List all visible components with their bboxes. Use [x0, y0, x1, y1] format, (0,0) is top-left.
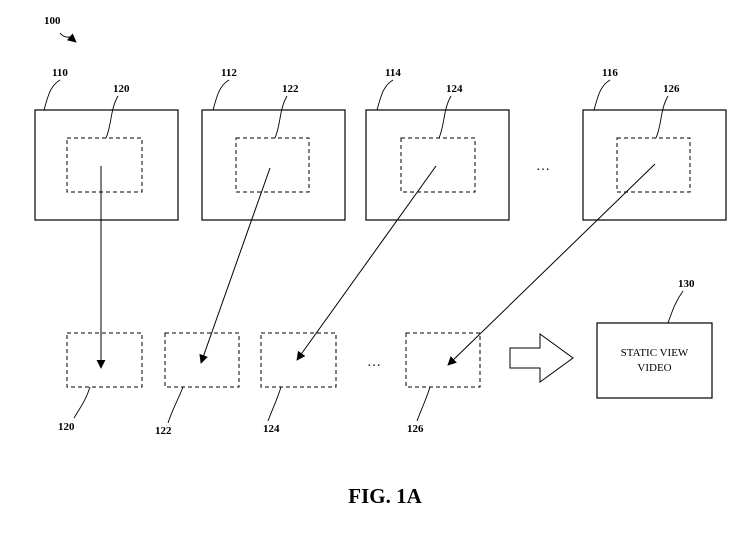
- crop-124: 124: [260, 332, 337, 435]
- crop-120-box: [66, 332, 143, 388]
- frame-112: 112 122: [201, 67, 346, 221]
- frame-114-box: [365, 109, 510, 221]
- output-130-box: [596, 322, 713, 399]
- block-arrow: [509, 333, 574, 383]
- region-126-box: [616, 137, 691, 193]
- region-120-leader: [105, 95, 119, 139]
- crop-126-box: [405, 332, 481, 388]
- crop-120-ref: 120: [58, 421, 75, 433]
- crops-ellipsis: …: [367, 355, 381, 370]
- crop-126: 126: [405, 332, 481, 435]
- region-120-ref: 120: [113, 83, 130, 95]
- crop-122-leader: [167, 386, 184, 424]
- region-122-ref: 122: [282, 83, 299, 95]
- output-130-leader: [667, 290, 684, 324]
- crop-120-leader: [73, 386, 91, 419]
- region-122-box: [235, 137, 310, 193]
- frame-114-ref: 114: [385, 67, 401, 79]
- crop-124-leader: [267, 386, 282, 422]
- figure-caption: FIG. 1A: [348, 484, 422, 508]
- frame-112-leader: [212, 79, 230, 111]
- crop-126-ref: 126: [407, 423, 424, 435]
- region-126-leader: [655, 95, 669, 139]
- crop-122-ref: 122: [155, 425, 172, 437]
- frame-112-ref: 112: [221, 67, 237, 79]
- region-122-leader: [274, 95, 288, 139]
- crop-122: 122: [155, 332, 240, 437]
- frame-114-leader: [376, 79, 394, 111]
- frame-116: 116 126: [582, 67, 727, 221]
- frame-116-leader: [593, 79, 611, 111]
- frame-112-box: [201, 109, 346, 221]
- frame-110: 110 120: [34, 67, 179, 221]
- region-124-ref: 124: [446, 83, 463, 95]
- region-124-leader: [438, 95, 452, 139]
- ref-100-leader: [59, 32, 77, 43]
- crop-124-box: [260, 332, 337, 388]
- output-line-2: VIDEO: [637, 362, 671, 374]
- frame-110-box: [34, 109, 179, 221]
- output-line-1: STATIC VIEW: [621, 347, 689, 359]
- crop-120: 120: [58, 332, 143, 433]
- output-130: STATIC VIEW VIDEO 130: [596, 278, 713, 399]
- arrow-122-to-crop: [199, 167, 271, 364]
- frame-110-leader: [43, 79, 61, 111]
- region-126-ref: 126: [663, 83, 680, 95]
- output-130-ref: 130: [678, 278, 695, 290]
- frame-116-ref: 116: [602, 67, 618, 79]
- crop-124-ref: 124: [263, 423, 280, 435]
- arrow-124-to-crop: [296, 165, 437, 361]
- crop-126-leader: [416, 386, 431, 422]
- arrow-126-to-crop: [447, 163, 656, 366]
- region-120-box: [66, 137, 143, 193]
- frames-ellipsis: …: [536, 159, 550, 174]
- frame-116-box: [582, 109, 727, 221]
- ref-100-label: 100: [44, 15, 61, 27]
- frame-110-ref: 110: [52, 67, 68, 79]
- region-124-box: [400, 137, 476, 193]
- frame-114: 114 124: [365, 67, 510, 221]
- crop-122-box: [164, 332, 240, 388]
